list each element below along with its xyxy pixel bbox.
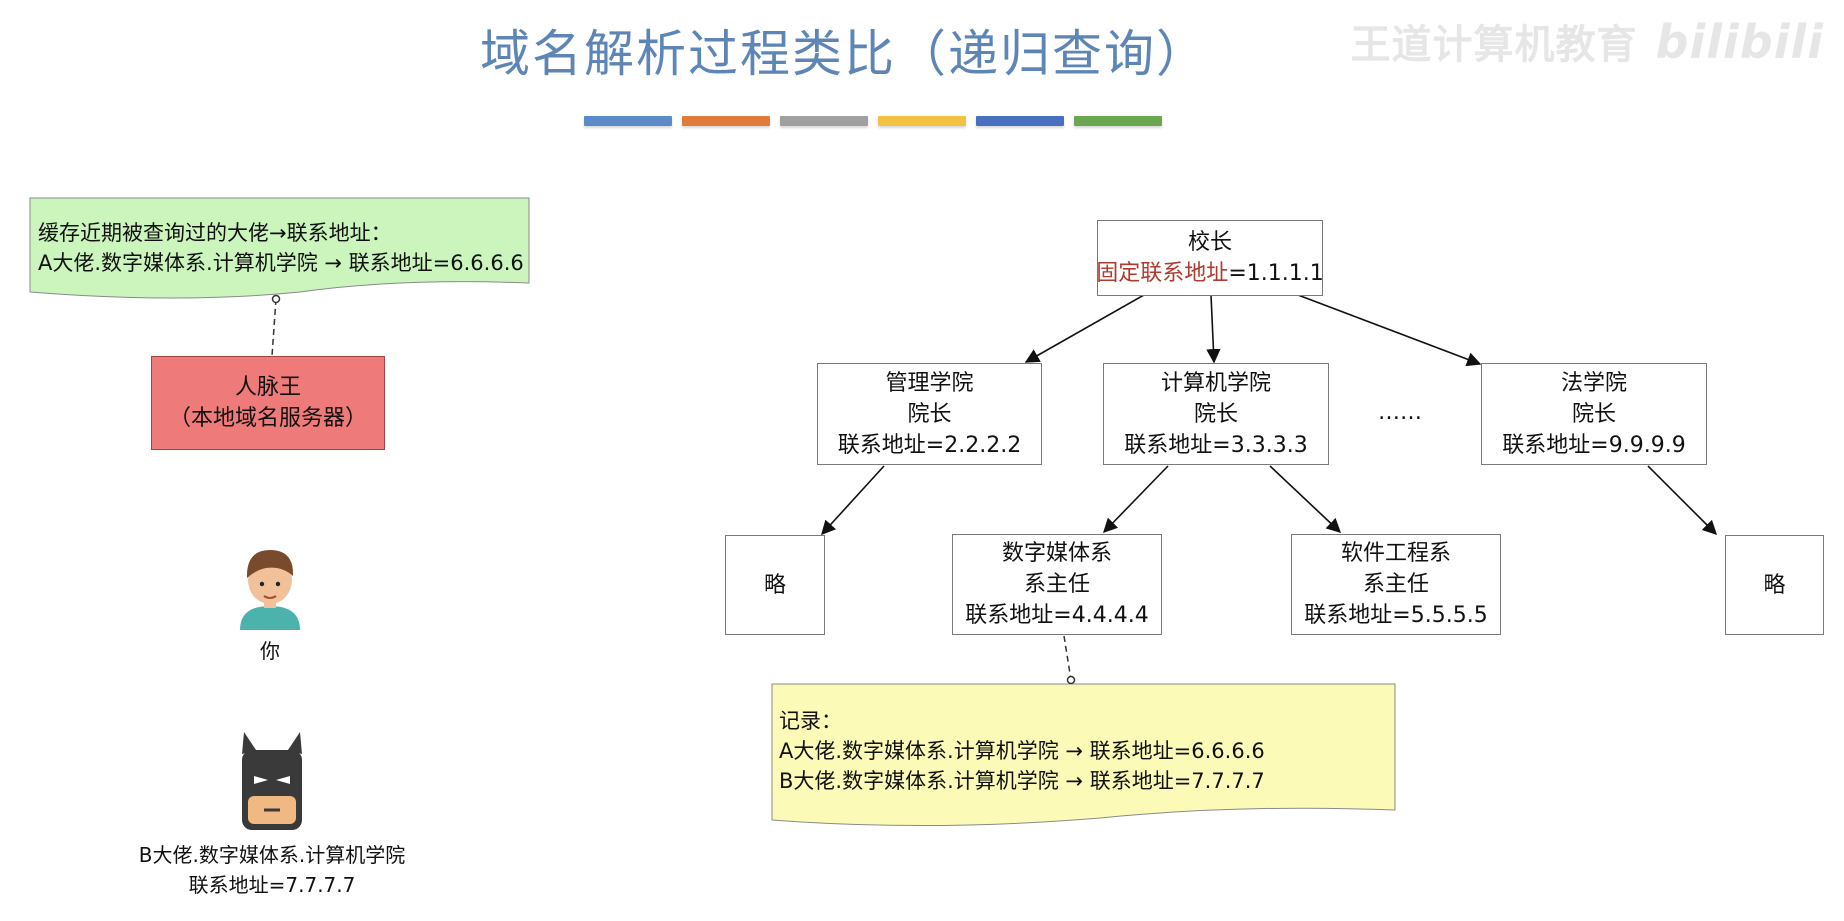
record-note-line3: B大佬.数字媒体系.计算机学院 → 联系地址=7.7.7.7 <box>779 769 1265 793</box>
arrow-root-computer <box>1206 294 1221 364</box>
color-bar-4 <box>878 116 966 126</box>
cache-note-connector <box>271 298 277 357</box>
cache-note-line2: A大佬.数字媒体系.计算机学院 → 联系地址=6.6.6.6 <box>38 251 524 275</box>
local-server-subtitle: （本地域名服务器） <box>168 406 367 431</box>
node-role: 系主任 <box>1362 572 1429 597</box>
record-note-shape <box>771 683 1396 827</box>
node-role: 院长 <box>1571 401 1616 427</box>
node-name: 软件工程系 <box>1340 541 1451 566</box>
color-bar-5 <box>976 116 1064 126</box>
arrow-root-law <box>1297 294 1482 367</box>
node-computer-college: 计算机学院 院长 联系地址=3.3.3.3 <box>1103 363 1329 465</box>
node-address: 联系地址=9.9.9.9 <box>1502 432 1686 458</box>
you-avatar <box>240 550 300 630</box>
node-role: 院长 <box>1193 401 1238 427</box>
arrow-law-omit <box>1647 465 1718 536</box>
root-node-principal: 校长 固定联系地址=1.1.1.1 <box>1096 220 1324 296</box>
color-bar-6 <box>1074 116 1162 126</box>
bilibili-logo: bilibili <box>1655 15 1824 69</box>
color-bar-1 <box>584 116 672 126</box>
b-person-caption: B大佬.数字媒体系.计算机学院 联系地址=7.7.7.7 <box>112 840 432 900</box>
node-name: 管理学院 <box>885 370 974 396</box>
local-dns-server-node: 人脉王 （本地域名服务器） <box>151 356 385 450</box>
node-role: 院长 <box>907 401 952 427</box>
color-bar-2 <box>682 116 770 126</box>
arrow-root-management <box>1024 294 1145 363</box>
root-address-label: 固定联系地址 <box>1096 261 1229 286</box>
watermark: 王道计算机教育 bilibili <box>1351 12 1824 70</box>
root-address-value: =1.1.1.1 <box>1228 261 1324 286</box>
b-person-name: B大佬.数字媒体系.计算机学院 <box>138 843 406 867</box>
cache-note-anchor <box>271 294 281 304</box>
node-software-dept: 软件工程系 系主任 联系地址=5.5.5.5 <box>1291 534 1501 635</box>
node-name: 数字媒体系 <box>1001 541 1112 566</box>
node-omit-right: 略 <box>1725 535 1824 635</box>
record-note-line1: 记录： <box>779 709 842 733</box>
node-address: 联系地址=5.5.5.5 <box>1304 603 1488 628</box>
node-law-college: 法学院 院长 联系地址=9.9.9.9 <box>1481 363 1707 465</box>
node-role: 系主任 <box>1023 572 1090 597</box>
record-note-connector <box>1063 635 1072 681</box>
arrow-computer-software <box>1269 465 1342 533</box>
record-note: 记录： A大佬.数字媒体系.计算机学院 → 联系地址=6.6.6.6 B大佬.数… <box>779 706 1265 796</box>
node-address: 联系地址=2.2.2.2 <box>837 432 1022 458</box>
b-person-address: 联系地址=7.7.7.7 <box>188 873 356 897</box>
node-name: 法学院 <box>1560 370 1627 396</box>
node-digital-media-dept: 数字媒体系 系主任 联系地址=4.4.4.4 <box>952 534 1162 635</box>
cache-note-line1: 缓存近期被查询过的大佬→联系地址： <box>38 221 392 245</box>
node-address: 联系地址=4.4.4.4 <box>965 603 1149 628</box>
page-title: 域名解析过程类比（递归查询） <box>480 25 1208 83</box>
root-address: 固定联系地址=1.1.1.1 <box>1096 258 1323 289</box>
cache-note: 缓存近期被查询过的大佬→联系地址： A大佬.数字媒体系.计算机学院 → 联系地址… <box>38 218 524 278</box>
record-note-line2: A大佬.数字媒体系.计算机学院 → 联系地址=6.6.6.6 <box>779 739 1265 763</box>
record-note-anchor <box>1066 675 1076 685</box>
you-label: 你 <box>260 639 280 663</box>
sibling-ellipsis: …… <box>1378 400 1422 425</box>
color-bar-3 <box>780 116 868 126</box>
node-management-college: 管理学院 院长 联系地址=2.2.2.2 <box>817 363 1042 465</box>
batman-avatar <box>242 732 302 830</box>
node-name: 计算机学院 <box>1160 370 1271 396</box>
watermark-text: 王道计算机教育 <box>1350 22 1638 68</box>
node-address: 联系地址=3.3.3.3 <box>1124 432 1308 458</box>
node-omit-left: 略 <box>725 535 825 635</box>
cache-note-shape <box>29 197 530 299</box>
local-server-name: 人脉王 <box>234 375 301 400</box>
arrow-management-omit <box>821 465 885 536</box>
arrow-computer-digital-media <box>1102 465 1169 534</box>
root-title: 校长 <box>1187 230 1232 255</box>
